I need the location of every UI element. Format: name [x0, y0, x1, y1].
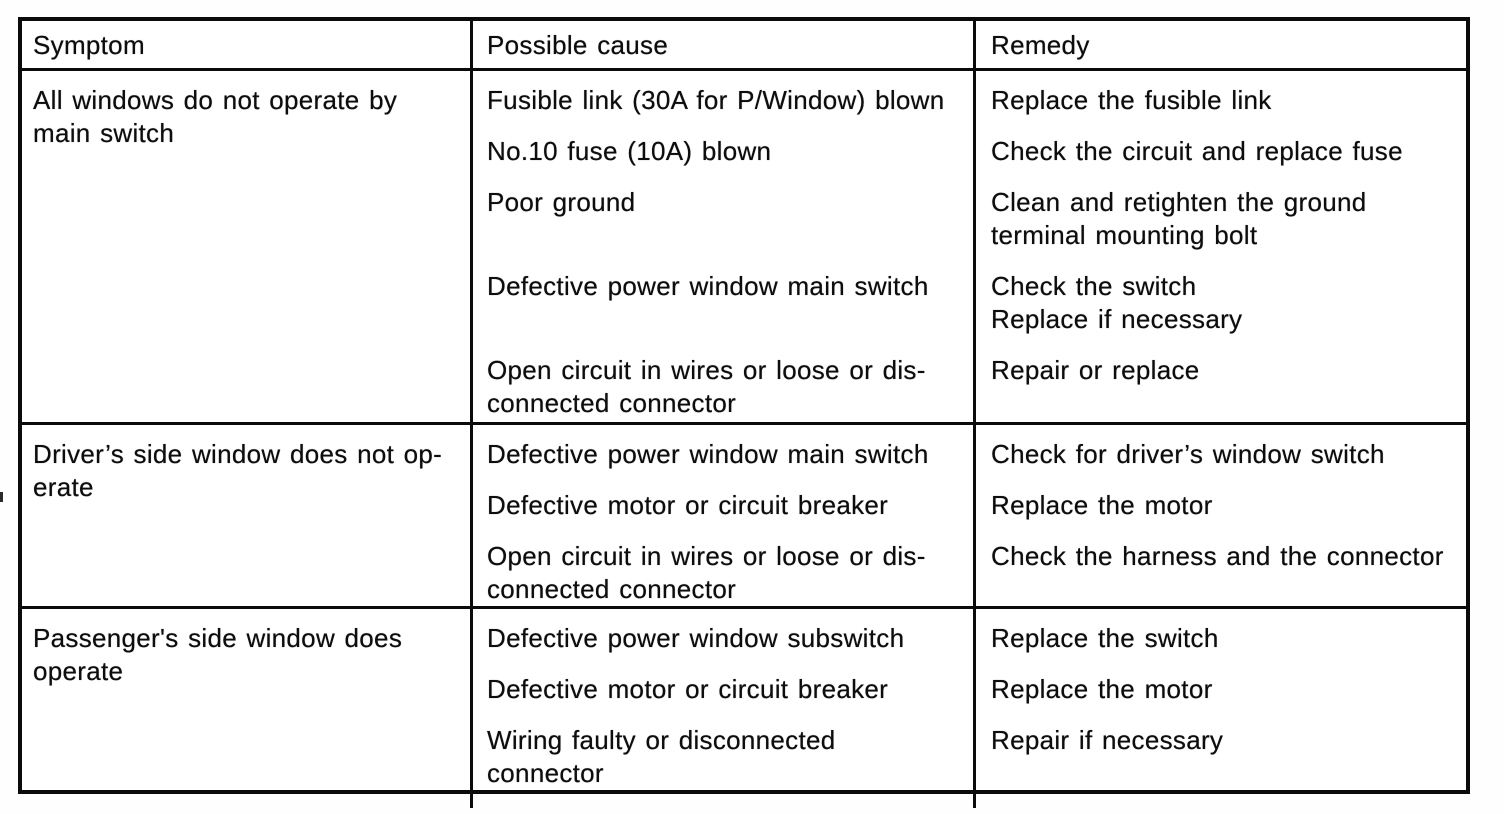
remedy-cell: Repair if necessary	[991, 725, 1224, 755]
cause-remedy-pair: Open circuit in wires or loose or dis- c…	[473, 540, 1466, 606]
header-remedy: Remedy	[991, 30, 1090, 60]
cause-cell: Defective motor or circuit breaker	[487, 674, 889, 704]
cause-remedy-pair: Wiring faulty or disconnected connector …	[473, 724, 1466, 790]
cause-cell: Open circuit in wires or loose or dis- c…	[487, 541, 926, 604]
table-header-row: Symptom Possible cause Remedy	[22, 21, 1466, 71]
cause-cell: No.10 fuse (10A) blown	[487, 136, 772, 166]
header-symptom: Symptom	[22, 21, 473, 68]
remedy-cell: Replace the switch	[991, 623, 1219, 653]
remedy-cell: Check the harness and the connector	[991, 541, 1444, 571]
cause-remedy-area: Defective power window subswitch Replace…	[473, 609, 1466, 808]
remedy-cell: Check the circuit and replace fuse	[991, 136, 1403, 166]
cause-remedy-area: Defective power window main switch Check…	[473, 425, 1466, 606]
table-row-all-windows: All windows do not operate by main switc…	[22, 71, 1466, 425]
cause-cell: Poor ground	[487, 187, 636, 217]
symptom-cell: All windows do not operate by main switc…	[22, 71, 473, 422]
cause-remedy-pair: Defective power window subswitch Replace…	[473, 622, 1466, 655]
cause-remedy-pair: Defective motor or circuit breaker Repla…	[473, 673, 1466, 706]
cause-remedy-pair: No.10 fuse (10A) blown Check the circuit…	[473, 135, 1466, 168]
cause-cell: Wiring faulty or disconnected connector	[487, 725, 836, 788]
cause-remedy-pair: Defective power window main switch Check…	[473, 438, 1466, 471]
column-divider	[973, 609, 976, 808]
cause-remedy-pair: Fusible link (30A for P/Window) blown Re…	[473, 84, 1466, 117]
column-divider	[973, 425, 976, 606]
symptom-cell: Driver’s side window does not op- erate	[22, 425, 473, 606]
remedy-cell: Check the switch Replace if necessary	[991, 271, 1243, 334]
cause-cell: Defective power window main switch	[487, 271, 929, 301]
scan-artifact	[0, 492, 3, 502]
cause-remedy-pair: Defective motor or circuit breaker Repla…	[473, 489, 1466, 522]
cause-cell: Defective motor or circuit breaker	[487, 490, 889, 520]
cause-remedy-pair: Defective power window main switch Check…	[473, 270, 1466, 336]
table-row-passengers-window: Passenger's side window does operate Def…	[22, 609, 1466, 808]
remedy-cell: Clean and retighten the ground terminal …	[991, 187, 1367, 250]
cause-remedy-area: Fusible link (30A for P/Window) blown Re…	[473, 71, 1466, 422]
column-divider	[973, 71, 976, 422]
symptom-cell: Passenger's side window does operate	[22, 609, 473, 808]
remedy-cell: Replace the motor	[991, 490, 1213, 520]
remedy-cell: Check for driver’s window switch	[991, 439, 1385, 469]
header-possible-cause: Possible cause	[473, 21, 976, 68]
cause-cell: Defective power window main switch	[487, 439, 929, 469]
remedy-cell: Replace the fusible link	[991, 85, 1272, 115]
remedy-cell: Repair or replace	[991, 355, 1200, 385]
cause-cell: Defective power window subswitch	[487, 623, 905, 653]
cause-remedy-pair: Poor ground Clean and retighten the grou…	[473, 186, 1466, 252]
troubleshooting-table: Symptom Possible cause Remedy All window…	[18, 17, 1470, 808]
cause-cell: Fusible link (30A for P/Window) blown	[487, 85, 945, 115]
cause-remedy-pair: Open circuit in wires or loose or dis- c…	[473, 354, 1466, 420]
cause-cell: Open circuit in wires or loose or dis- c…	[487, 355, 926, 418]
remedy-cell: Replace the motor	[991, 674, 1213, 704]
table-row-drivers-window: Driver’s side window does not op- erate …	[22, 425, 1466, 609]
